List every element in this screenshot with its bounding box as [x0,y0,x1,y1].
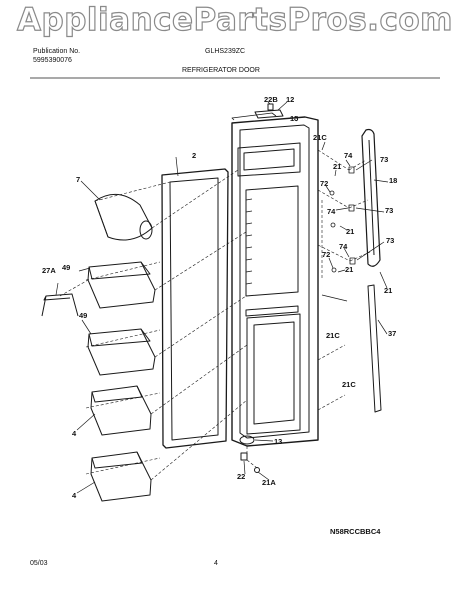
callout-label: 12 [286,95,295,104]
callout-label: 4 [72,491,77,500]
callout-label: 22 [237,472,246,481]
door-cap [254,103,284,119]
guide-lines [59,149,371,481]
diagram-code: N58RCCBBC4 [330,527,381,536]
callout-label: 21 [384,286,393,295]
callout-label: 21C [313,133,327,142]
footer-date: 05/03 [30,560,48,567]
callout-label: 49 [62,263,71,272]
callout-label: 72 [320,179,329,188]
callout-label: 73 [380,155,389,164]
leader-lines [55,101,389,494]
callout-label: 21C [342,380,356,389]
dairy-door [94,194,153,241]
callout-label: 21C [326,331,340,340]
callout-label: 22B [264,95,278,104]
model-number: GLHS239ZC [205,48,246,55]
door-trim [367,284,382,413]
publication-label: Publication No. [33,48,81,55]
callout-label: 2 [192,151,197,160]
section-title: REFRIGERATOR DOOR [182,67,260,74]
callout-label: 74 [339,242,348,251]
callout-label: 4 [72,429,77,438]
callout-label: 27A [42,266,56,275]
door-shelf-upper [90,385,152,436]
page-number: 4 [214,560,218,567]
door-handle [361,128,381,267]
callout-label: 21 [333,162,342,171]
callout-label: 74 [327,207,336,216]
publication-number: 5995390076 [33,57,72,64]
callout-label: 15 [290,114,299,123]
callout-label: 21 [346,227,355,236]
callout-label: 73 [386,236,395,245]
callout-label: 7 [76,175,81,184]
callout-label: 73 [385,206,394,215]
callout-label: 72 [322,250,331,259]
callout-label: 37 [388,329,397,338]
callout-label: 21 [345,265,354,274]
door-shelf-lower [90,451,152,502]
callout-label: 13 [274,437,283,446]
bin-handle [41,293,79,317]
callout-label: 49 [79,311,88,320]
door-bin-lower [87,328,156,376]
door-liner [231,112,319,447]
bottom-hinge [239,435,260,473]
callout-label: 21A [262,478,276,487]
door-bin-upper [87,261,156,309]
callout-label: 18 [389,176,398,185]
door-gasket [161,168,229,449]
screws [329,166,356,273]
watermark: AppliancePartsPros.com [16,1,453,38]
callout-label: 74 [344,151,353,160]
